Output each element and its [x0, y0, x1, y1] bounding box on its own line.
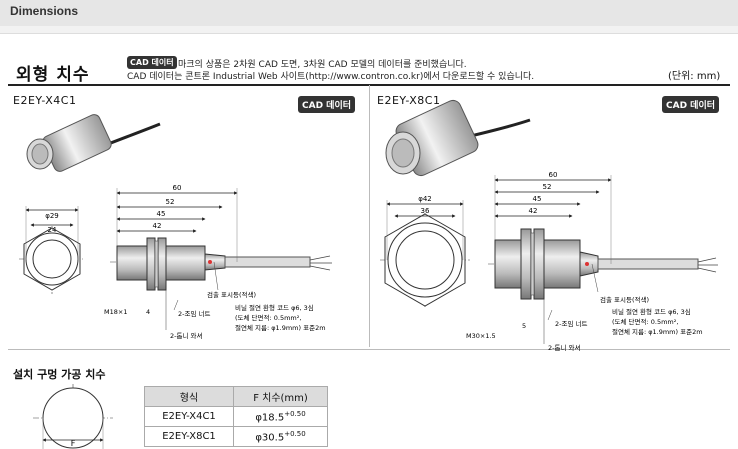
left-dim-thread: M18×1	[104, 308, 127, 316]
right-dim-60: 60	[549, 171, 558, 179]
mounting-hole-diagram: F	[33, 384, 113, 449]
cad-data-badge: CAD 데이터	[127, 56, 177, 69]
table-header-f: F 치수(mm)	[233, 386, 328, 407]
left-dim-52: 52	[166, 198, 175, 206]
left-label-indicator: 검출 표시등(적색)	[207, 290, 256, 299]
right-label-nut: 2-조임 너트	[555, 319, 587, 328]
right-dim-nut: 5	[522, 322, 526, 330]
section-divider	[8, 349, 730, 350]
right-product-photo	[385, 99, 531, 177]
table-cell-model: E2EY-X4C1	[144, 406, 234, 427]
right-dim-42: 42	[529, 207, 538, 215]
right-front-view: φ42 36	[380, 195, 470, 308]
mounting-spec-table: 형식 F 치수(mm) E2EY-X4C1 φ18.5+0.50 E2EY-X8…	[144, 386, 328, 447]
right-model-name: E2EY-X8C1	[377, 94, 441, 107]
left-cad-badge[interactable]: CAD 데이터	[298, 96, 356, 113]
tolerance-minus: 0	[301, 429, 306, 438]
left-dim-dia: φ29	[45, 212, 59, 220]
right-dim-width: 36	[421, 207, 430, 215]
left-side-view: 60 52 45 42 M18×1 4 검출 표시등(적색) 비닐 절연 환형 …	[104, 184, 332, 340]
cad-note-line2: CAD 데이터는 콘트론 Industrial Web 사이트(http://w…	[127, 72, 535, 82]
right-dim-thread: M30×1.5	[466, 332, 496, 340]
right-label-washer: 2-톱니 와셔	[548, 343, 580, 352]
left-label-cable1: 비닐 절연 환형 코드 φ6, 3심	[235, 303, 314, 312]
right-label-cable2: (도체 단면적: 0.5mm²,	[612, 317, 678, 326]
left-product-photo	[26, 114, 161, 172]
left-label-cable2: (도체 단면적: 0.5mm²,	[235, 313, 301, 322]
left-dim-42: 42	[153, 222, 162, 230]
left-dim-60: 60	[173, 184, 182, 192]
right-dim-dia: φ42	[418, 195, 432, 203]
left-model-name: E2EY-X4C1	[13, 94, 77, 107]
unit-label: (단위: mm)	[668, 71, 721, 82]
table-row: E2EY-X4C1 φ18.5+0.50	[144, 406, 328, 427]
tolerance-plus: +0.5	[284, 409, 302, 418]
left-dim-45: 45	[157, 210, 166, 218]
tolerance-minus: 0	[301, 409, 306, 418]
panel-divider	[369, 85, 370, 347]
left-label-washer: 2-톱니 와셔	[170, 331, 202, 340]
header-bar	[0, 0, 738, 26]
left-label-cable3: 절연체 지름: φ1.9mm) 표준2m	[235, 323, 326, 332]
cad-note-line1: 마크의 상품은 2차원 CAD 도면, 3차원 CAD 모델의 데이터를 준비했…	[178, 60, 467, 70]
table-row: E2EY-X8C1 φ30.5+0.50	[144, 426, 328, 447]
table-header-row: 형식 F 치수(mm)	[144, 386, 328, 407]
hole-label-f: F	[71, 439, 76, 448]
tolerance-plus: +0.5	[284, 429, 302, 438]
right-dim-45: 45	[533, 195, 542, 203]
header-title: Dimensions	[10, 4, 79, 18]
table-cell-f: φ30.5+0.50	[233, 426, 328, 447]
right-label-indicator: 검출 표시등(적색)	[600, 295, 649, 304]
mounting-title: 설치 구멍 가공 치수	[13, 368, 106, 381]
left-dim-nut: 4	[146, 308, 150, 316]
header-stripe	[0, 26, 738, 34]
table-cell-model: E2EY-X8C1	[144, 426, 234, 447]
left-label-nut: 2-조임 너트	[178, 309, 210, 318]
right-side-view: 60 52 45 42 M30×1.5 5 검출 표시등(적색) 비닐 절연 환…	[466, 171, 718, 352]
right-cad-badge[interactable]: CAD 데이터	[662, 96, 720, 113]
left-dim-width: 24	[48, 226, 57, 234]
left-front-view: φ29 24	[19, 206, 85, 294]
right-label-cable3: 절연체 지름: φ1.9mm) 표준2m	[612, 327, 703, 336]
right-label-cable1: 비닐 절연 환형 코드 φ6, 3심	[612, 307, 691, 316]
table-header-model: 형식	[144, 386, 234, 407]
right-dim-52: 52	[543, 183, 552, 191]
section-title: 외형 치수	[16, 65, 90, 85]
table-cell-f: φ18.5+0.50	[233, 406, 328, 427]
